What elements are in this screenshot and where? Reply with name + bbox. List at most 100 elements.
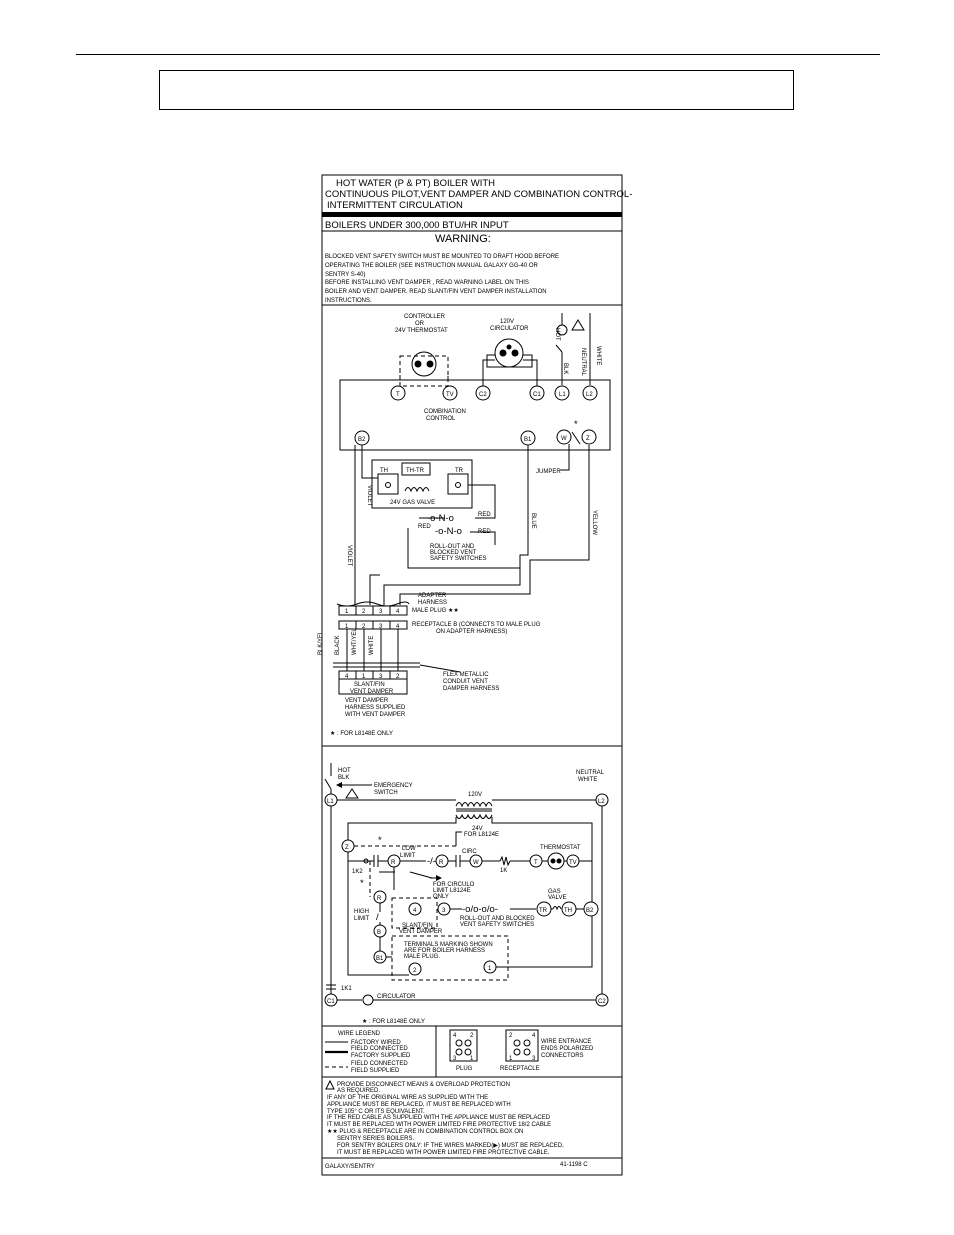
warning-line-2: OPERATING THE BOILER (SEE INSTRUCTION MA… bbox=[325, 263, 538, 269]
svg-text:1: 1 bbox=[470, 1056, 474, 1062]
svg-text:B2: B2 bbox=[358, 437, 366, 443]
subtitle: BOILERS UNDER 300,000 BTU/HR INPUT bbox=[325, 220, 509, 231]
warning-heading: WARNING: bbox=[435, 233, 491, 245]
thermostat-symbol-2 bbox=[547, 852, 565, 870]
svg-text:TH: TH bbox=[380, 468, 388, 474]
svg-text:3: 3 bbox=[379, 674, 383, 680]
svg-text:B2: B2 bbox=[586, 908, 594, 914]
terminal-c2 bbox=[475, 385, 491, 401]
svg-text:4: 4 bbox=[396, 609, 400, 615]
star-mark: * bbox=[574, 419, 578, 430]
warning-line-4: BEFORE INSTALLING VENT DAMPER , READ WAR… bbox=[325, 280, 529, 286]
svg-text:C2: C2 bbox=[598, 999, 606, 1005]
svg-text:CIRCULATOR: CIRCULATOR bbox=[377, 994, 416, 1000]
svg-text:R: R bbox=[391, 860, 396, 866]
title-line-3: INTERMITTENT CIRCULATION bbox=[327, 200, 463, 211]
svg-text:RED: RED bbox=[478, 512, 491, 518]
svg-text:FOR L8124E: FOR L8124E bbox=[464, 832, 499, 838]
transformer-secondary bbox=[455, 813, 493, 819]
svg-text:B1: B1 bbox=[524, 437, 532, 443]
svg-text:LIMIT: LIMIT bbox=[400, 853, 416, 859]
svg-text:FOR CIRCULO: FOR CIRCULO bbox=[433, 882, 475, 888]
flex-label-1: FLEX METALLIC bbox=[443, 672, 489, 678]
svg-text:Z: Z bbox=[345, 845, 349, 851]
svg-text:C2: C2 bbox=[479, 392, 487, 398]
resistor-1k bbox=[499, 855, 511, 867]
slant-fin-dashed-box bbox=[391, 897, 438, 929]
svg-text:1K2: 1K2 bbox=[352, 869, 363, 875]
note-line-9: SENTRY SERIES BOILERS. bbox=[337, 1136, 414, 1142]
svg-text:ONLY: ONLY bbox=[433, 894, 449, 900]
combination-label-1: COMBINATION bbox=[424, 409, 466, 415]
svg-text:SLANT/FIN: SLANT/FIN bbox=[402, 923, 433, 929]
circulator-motor bbox=[362, 994, 374, 1006]
svg-text:MALE PLUG.: MALE PLUG. bbox=[404, 954, 440, 960]
controller-label-1: CONTROLLER bbox=[404, 314, 446, 320]
wire-color-2: BLACK bbox=[335, 635, 341, 655]
svg-text:*: * bbox=[360, 878, 364, 889]
legend-item-3: FACTORY SUPPLIED bbox=[351, 1053, 411, 1059]
svg-text:LOW: LOW bbox=[402, 846, 416, 852]
svg-text:RED: RED bbox=[418, 524, 431, 530]
note-line-8: ★★ PLUG & RECEPTACLE ARE IN COMBINATION … bbox=[327, 1128, 523, 1135]
circulator-label-1: 120V bbox=[500, 319, 514, 325]
rollout-label-1: ROLL-OUT AND bbox=[430, 544, 475, 550]
warning-line-6: INSTRUCTIONS. bbox=[325, 298, 372, 304]
rollout-switch-2: -o-N-o bbox=[435, 526, 462, 537]
controller-dashed-box bbox=[399, 355, 449, 387]
footer-right: 41-1198 C bbox=[560, 1162, 588, 1168]
terminal-w bbox=[556, 429, 572, 445]
svg-text:LIMIT: LIMIT bbox=[354, 916, 370, 922]
rollout-switch-ladder: -o/o-o/o- bbox=[462, 904, 498, 915]
svg-text:L2: L2 bbox=[586, 392, 593, 398]
terminal-c1 bbox=[529, 385, 545, 401]
svg-text:L2: L2 bbox=[598, 799, 605, 805]
svg-text:TV: TV bbox=[446, 392, 454, 398]
note-line-1: PROVIDE DISCONNECT MEANS & OVERLOAD PROT… bbox=[337, 1082, 510, 1088]
svg-text:1K: 1K bbox=[500, 868, 507, 874]
high-limit-switch: / bbox=[376, 912, 379, 923]
svg-text:BLK: BLK bbox=[338, 775, 349, 781]
svg-text:4: 4 bbox=[532, 1033, 536, 1039]
svg-text:VENT DAMPER: VENT DAMPER bbox=[399, 929, 443, 935]
svg-text:CIRC: CIRC bbox=[462, 849, 477, 855]
svg-text:HOT: HOT bbox=[338, 768, 351, 774]
svg-text:3: 3 bbox=[442, 908, 446, 914]
plug-symbol bbox=[449, 1029, 478, 1062]
svg-text:L1: L1 bbox=[327, 799, 334, 805]
blue-label: BLUE bbox=[530, 513, 536, 529]
terminal-l1 bbox=[554, 385, 570, 401]
rollout-switch-1: -o-N-o bbox=[427, 513, 454, 524]
legend-item-4: FIELD CONNECTED bbox=[351, 1061, 408, 1067]
adapter-label-2: HARNESS bbox=[418, 600, 447, 606]
emergency-label-2: SWITCH bbox=[374, 790, 398, 796]
terminal-l2 bbox=[582, 385, 598, 401]
terminal-tv bbox=[442, 385, 458, 401]
svg-text:3: 3 bbox=[379, 624, 383, 630]
svg-text:TR: TR bbox=[455, 468, 464, 474]
svg-text:4: 4 bbox=[396, 624, 400, 630]
svg-text:4: 4 bbox=[413, 908, 417, 914]
warning-triangle-icon-3 bbox=[325, 1079, 335, 1090]
ladder-node-2 bbox=[408, 962, 422, 976]
svg-text:TH-TR: TH-TR bbox=[406, 468, 425, 474]
combination-control-box bbox=[339, 379, 611, 451]
svg-text:2: 2 bbox=[396, 674, 400, 680]
svg-text:1: 1 bbox=[345, 624, 349, 630]
gas-valve-label: 24V GAS VALVE bbox=[390, 500, 435, 506]
damper-label-1: SLANT/FIN bbox=[354, 682, 385, 688]
combination-label-2: CONTROL bbox=[426, 416, 456, 422]
svg-text:VENT SAFETY SWITCHES: VENT SAFETY SWITCHES bbox=[460, 922, 534, 928]
header-box bbox=[159, 70, 794, 110]
svg-text:LIMIT L8124E: LIMIT L8124E bbox=[433, 888, 471, 894]
note-line-6: IF THE RED CABLE AS SUPPLIED WITH THE AP… bbox=[327, 1115, 551, 1121]
svg-text:2: 2 bbox=[413, 968, 417, 974]
entrance-label-2: ENDS POLARIZED bbox=[541, 1046, 594, 1052]
controller-label-2: OR bbox=[415, 321, 425, 327]
top-rule bbox=[76, 54, 880, 55]
svg-text:1K1: 1K1 bbox=[341, 986, 352, 992]
note-line-4: APPLIANCE MUST BE REPLACED, IT MUST BE R… bbox=[327, 1102, 511, 1108]
controller-label-3: 24V THERMOSTAT bbox=[395, 328, 448, 334]
svg-text:2: 2 bbox=[470, 1033, 474, 1039]
